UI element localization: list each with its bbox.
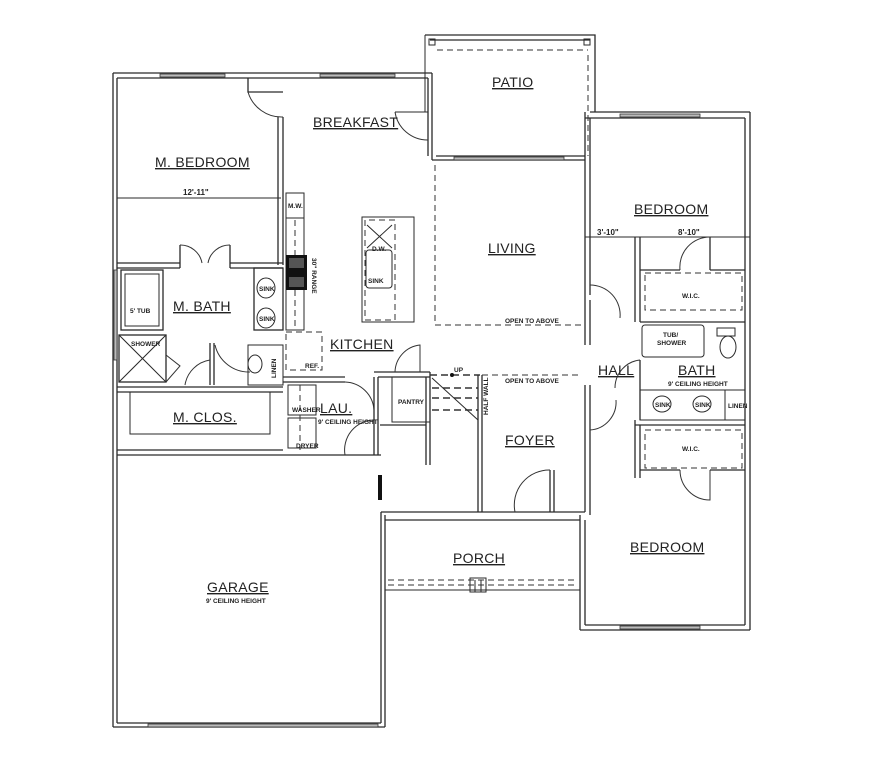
room-label-living: LIVING (488, 240, 536, 256)
room-label-hall: HALL (598, 362, 634, 378)
room-label-m-bedroom: M. BEDROOM (155, 154, 250, 170)
wic-label: W.I.C. (682, 293, 700, 300)
room-label-kitchen: KITCHEN (330, 336, 394, 352)
annotations: 9' CEILING HEIGHT 9' CEILING HEIGHT 9' C… (206, 318, 728, 605)
dimension-labels: 12'-11" 3'-10" 8'-10" (183, 188, 700, 237)
bedroom-left-dimension: 3'-10" (597, 228, 619, 237)
microwave-label: M.W. (288, 203, 303, 210)
tub-shower-label: SHOWER (657, 340, 687, 347)
exterior-walls (112, 34, 751, 728)
sink-label: SINK (259, 286, 275, 293)
windows (113, 73, 701, 728)
bath-sink-label: SINK (695, 402, 711, 409)
linen-label: LINEN (271, 358, 278, 378)
dryer-label: DRYER (296, 443, 319, 450)
stairs-up-note: UP (454, 367, 464, 374)
lau-ceiling-note: 9' CEILING HEIGHT (318, 419, 378, 426)
open-above-foyer-note: OPEN TO ABOVE (505, 378, 559, 385)
bath-sink-label: SINK (655, 402, 671, 409)
room-label-bedroom-lower: BEDROOM (630, 539, 704, 555)
room-label-bath: BATH (678, 362, 716, 378)
room-label-garage: GARAGE (207, 579, 269, 595)
room-label-m-bath: M. BATH (173, 298, 231, 314)
bath-linen-label: LINEN (728, 403, 748, 410)
fixture-labels: 5' TUB SHOWER SINK SINK LINEN M.W. 30" R… (130, 203, 748, 453)
bath-ceiling-note: 9' CEILING HEIGHT (668, 381, 728, 388)
refrigerator-label: REF. (305, 363, 319, 370)
room-label-breakfast: BREAKFAST (313, 114, 398, 130)
pantry-label: PANTRY (398, 399, 425, 406)
room-label-porch: PORCH (453, 550, 505, 566)
tub-shower-label: TUB/ (663, 332, 678, 339)
room-labels: M. BEDROOM BREAKFAST PATIO LIVING BEDROO… (155, 74, 716, 595)
sink-label: SINK (259, 316, 275, 323)
room-label-patio: PATIO (492, 74, 533, 90)
bedroom-right-dimension: 8'-10" (678, 228, 700, 237)
washer-label: WASHER (292, 407, 321, 414)
island-sink-label: SINK (368, 278, 384, 285)
interior-walls (117, 78, 750, 515)
dishwasher-label: D.W. (372, 246, 386, 253)
open-above-living-note: OPEN TO ABOVE (505, 318, 559, 325)
wic-label: W.I.C. (682, 446, 700, 453)
half-wall-note: HALF WALL (483, 377, 490, 415)
room-label-lau: LAU. (320, 400, 352, 416)
garage-ceiling-note: 9' CEILING HEIGHT (206, 598, 266, 605)
shower-label: SHOWER (131, 341, 161, 348)
range-label: 30" RANGE (310, 258, 317, 294)
tub-label: 5' TUB (130, 308, 151, 315)
m-bedroom-width-dimension: 12'-11" (183, 188, 209, 197)
room-label-m-clos: M. CLOS. (173, 409, 237, 425)
room-label-foyer: FOYER (505, 432, 555, 448)
room-label-bedroom-upper: BEDROOM (634, 201, 708, 217)
